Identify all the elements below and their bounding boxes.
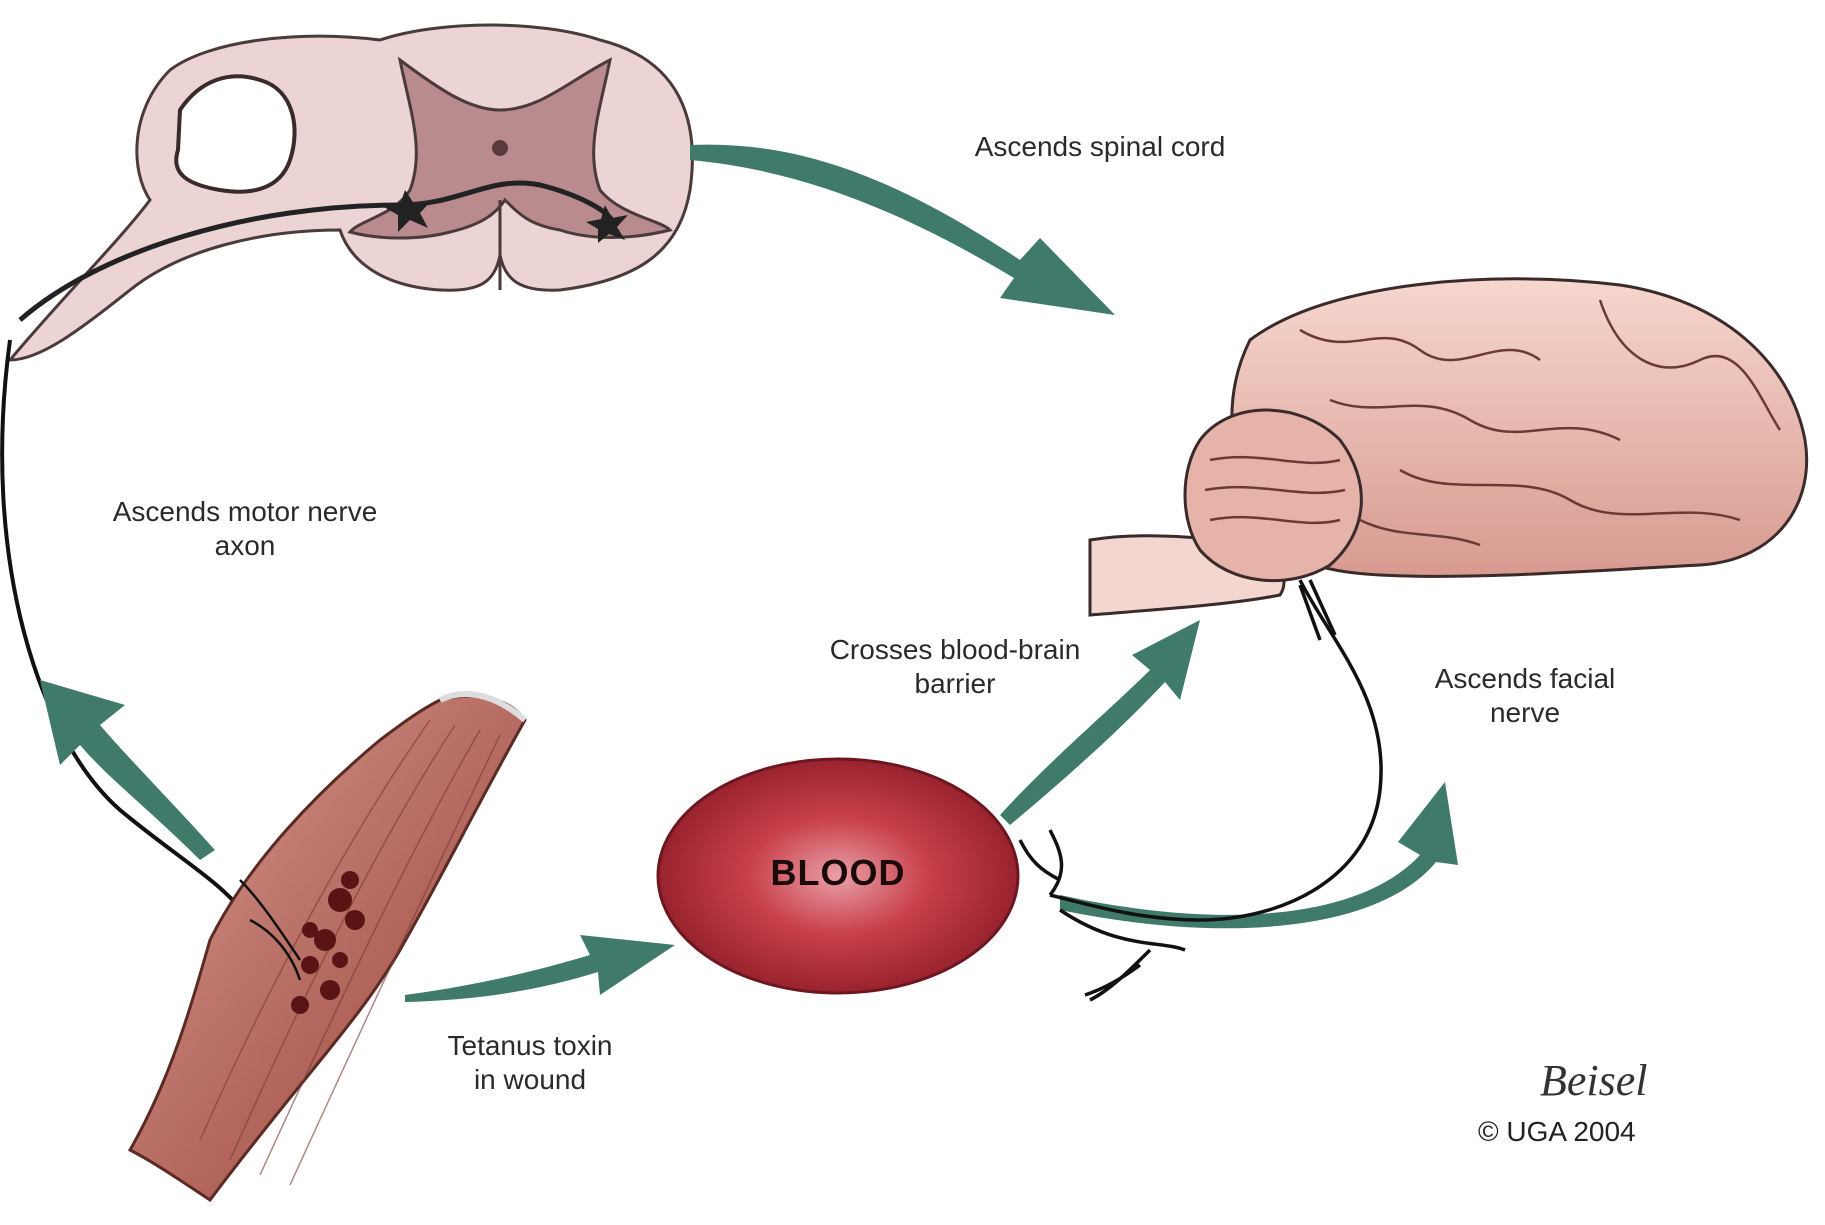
label-ascends-motor-nerve-line1: Ascends motor nerve (80, 495, 410, 529)
label-tetanus-line2: in wound (420, 1063, 640, 1097)
label-ascends-motor-nerve: Ascends motor nerve axon (80, 495, 410, 563)
label-ascends-facial: Ascends facial nerve (1405, 662, 1645, 730)
spinal-cord-section (10, 25, 692, 360)
label-ascends-motor-nerve-line2: axon (80, 529, 410, 563)
label-crosses-bbb: Crosses blood-brain barrier (800, 633, 1110, 701)
artist-signature: Beisel (1540, 1055, 1648, 1106)
label-ascends-spinal-cord: Ascends spinal cord (950, 130, 1250, 164)
label-ascends-facial-line2: nerve (1405, 696, 1645, 730)
label-crosses-bbb-line1: Crosses blood-brain (800, 633, 1110, 667)
arrow-up-motor-nerve (40, 680, 215, 860)
motor-nerve-axon (2, 340, 250, 920)
label-crosses-bbb-line2: barrier (800, 667, 1110, 701)
muscle-illustration (130, 694, 525, 1200)
arrow-up-facial-nerve (1060, 782, 1458, 928)
label-tetanus-toxin: Tetanus toxin in wound (420, 1029, 640, 1097)
arrow-to-brain (690, 145, 1115, 315)
brain-illustration (1090, 279, 1807, 615)
label-tetanus-line1: Tetanus toxin (420, 1029, 640, 1063)
copyright-notice: © UGA 2004 (1478, 1116, 1636, 1148)
arrow-to-blood (405, 935, 675, 1002)
central-canal (492, 140, 508, 156)
label-ascends-facial-line1: Ascends facial (1405, 662, 1645, 696)
white-matter-void (176, 76, 294, 191)
cerebellum (1185, 410, 1361, 581)
label-ascends-spinal-cord-text: Ascends spinal cord (950, 130, 1250, 164)
label-blood: BLOOD (718, 852, 958, 894)
